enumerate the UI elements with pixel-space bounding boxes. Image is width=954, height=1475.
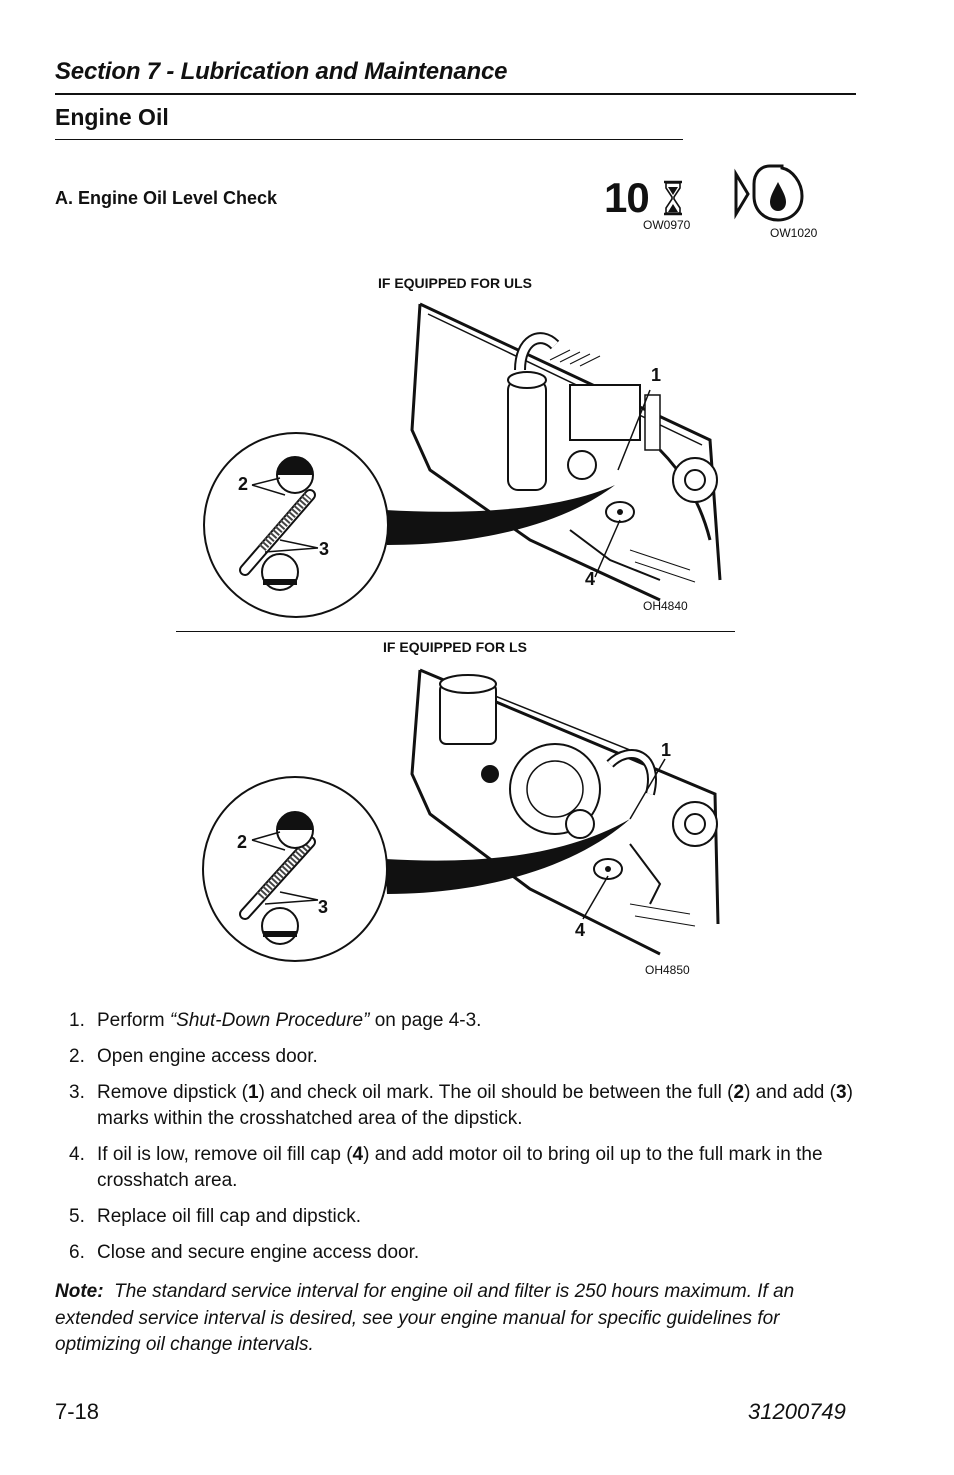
list-item: 3.Remove dipstick (1) and check oil mark… [69, 1082, 853, 1129]
interval-code: OW0970 [643, 218, 691, 232]
figure-label-uls: IF EQUIPPED FOR ULS [377, 275, 532, 291]
callout-1-uls: 1 [651, 365, 662, 385]
subsection-title: A. Engine Oil Level Check [55, 188, 278, 208]
callout-4-ls: 4 [575, 920, 586, 940]
figure-label-ls: IF EQUIPPED FOR LS [383, 639, 527, 655]
page-number: 7-18 [55, 1399, 100, 1424]
callout-2-ls: 2 [237, 832, 248, 852]
step-number: 6. [69, 1242, 85, 1263]
note-paragraph: Note: The standard service interval for … [55, 1279, 860, 1359]
section-title: Section 7 - Lubrication and Maintenance [55, 58, 508, 85]
oil-icon-code: OW1020 [770, 226, 818, 240]
oil-check-icon [734, 164, 804, 222]
note-label: Note: [55, 1281, 104, 1302]
callout-4-uls: 4 [585, 569, 596, 589]
step-number: 3. [69, 1082, 85, 1103]
callout-2-uls: 2 [238, 474, 249, 494]
step-number: 4. [69, 1144, 85, 1165]
shutdown-procedure-reference: “Shut-Down Procedure” [169, 1010, 370, 1031]
page-subtitle: Engine Oil [55, 104, 169, 130]
list-item: 1.Perform “Shut-Down Procedure” on page … [60, 1008, 860, 1034]
document-number: 31200749 [748, 1399, 846, 1424]
interval-number: 10 [604, 174, 650, 221]
figure-divider [176, 631, 735, 632]
callout-3-ls: 3 [318, 897, 329, 917]
list-item: 5.Replace oil fill cap and dipstick. [60, 1204, 860, 1230]
figure-code-ls: OH4850 [645, 963, 690, 977]
callout-1-ls: 1 [661, 740, 672, 760]
figure-code-uls: OH4840 [643, 599, 688, 613]
subtitle-rule [55, 139, 683, 140]
engine-illustration-uls [203, 302, 722, 618]
note-text: The standard service interval for engine… [55, 1281, 795, 1355]
step-number: 2. [69, 1046, 85, 1067]
procedure-steps: 1.Perform “Shut-Down Procedure” on page … [60, 1008, 860, 1276]
header-rule [55, 93, 856, 95]
engine-illustration-ls [202, 668, 720, 962]
step-number: 1. [69, 1010, 85, 1031]
list-item: 6.Close and secure engine access door. [60, 1240, 860, 1266]
list-item: 4.If oil is low, remove oil fill cap (4)… [69, 1144, 823, 1191]
step-number: 5. [69, 1206, 85, 1227]
callout-3-uls: 3 [319, 539, 330, 559]
hourglass-icon [664, 180, 682, 216]
list-item: 2.Open engine access door. [60, 1044, 860, 1070]
